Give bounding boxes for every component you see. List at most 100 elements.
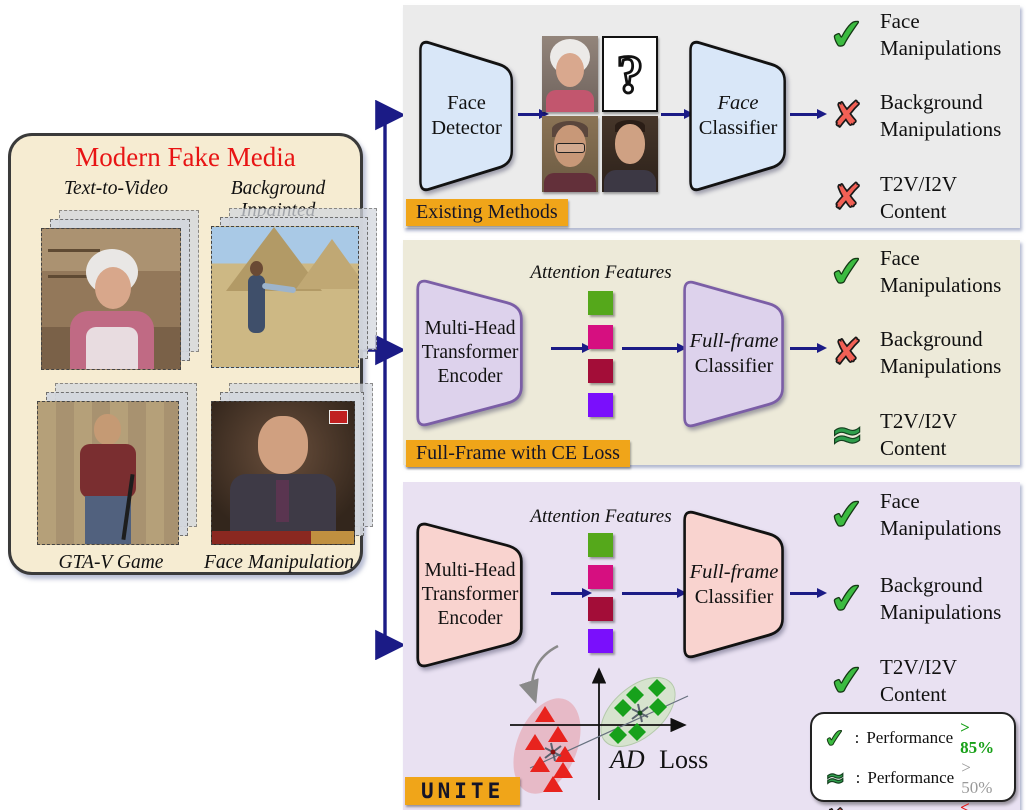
- legend-separator: :: [854, 728, 860, 747]
- feature-square-pink: [588, 325, 613, 349]
- arrow-features-to-classifier: [622, 587, 687, 598]
- legend-value: < 50%: [960, 798, 970, 810]
- check-icon: ✔: [826, 8, 868, 62]
- arrow-faces-to-classifier: [661, 108, 694, 119]
- cross-icon: ✘: [831, 95, 863, 136]
- full-frame-classifier-block: Full-frame Classifier: [682, 508, 786, 661]
- result-item: ✔ Background Manipulations: [826, 572, 1001, 626]
- funnel-shape: [416, 279, 523, 427]
- encoder-label-line: Encoder: [437, 608, 503, 629]
- classifier-label-italic: Face: [717, 92, 759, 114]
- feature-square-pink: [588, 565, 613, 589]
- encoder-label-line: Multi-Head: [424, 560, 516, 581]
- encoder-label-line: Transformer: [421, 342, 519, 363]
- legend-row: ✔ : Performance > 85%: [822, 718, 1004, 758]
- cross-icon: ✘: [831, 177, 863, 218]
- arrow-features-to-classifier: [622, 342, 687, 353]
- result-line: Background: [880, 573, 983, 597]
- arrow-encoder-to-features: [551, 342, 592, 353]
- legend-row: ≈ : Performance > 50%: [822, 758, 1004, 798]
- result-line: Content: [880, 682, 947, 706]
- result-line: Manipulations: [880, 117, 1002, 141]
- funnel-shape: [419, 40, 513, 192]
- existing-methods-panel: Face Detector ? Face Classifier: [403, 5, 1020, 228]
- ad-loss-normal: Loss: [659, 745, 708, 774]
- result-line: Face: [880, 246, 920, 270]
- ad-loss-label: AD Loss: [608, 745, 708, 774]
- ad-loss-italic: AD: [608, 745, 645, 774]
- classifier-label: Classifier: [694, 355, 774, 377]
- transformer-encoder-block: Multi-Head Transformer Encoder: [415, 277, 525, 429]
- tag-full-frame-ce: Full-Frame with CE Loss: [406, 440, 630, 467]
- modern-fake-media-panel: Modern Fake Media Text-to-Video Backgrou…: [8, 133, 377, 575]
- label-gta-v-game: GTA-V Game: [58, 552, 164, 573]
- result-item: ✔ Face Manipulations: [826, 8, 1001, 62]
- classifier-label-italic: Full-frame: [689, 560, 779, 583]
- feature-square-crimson: [588, 359, 613, 383]
- arrow-classifier-to-results: [790, 587, 827, 598]
- face-detector-label-line: Face: [447, 92, 486, 114]
- encoder-label-line: Encoder: [437, 366, 503, 387]
- face-classifier-block: Face Classifier: [688, 38, 788, 194]
- photo-news-anchor: [211, 401, 355, 545]
- arrow-classifier-to-results: [790, 108, 827, 119]
- approx-icon: ≈: [830, 412, 865, 458]
- ad-loss-scatter: AD Loss: [510, 644, 708, 800]
- funnel-shape: [689, 40, 786, 192]
- label-face-manipulation: Face Manipulation: [203, 552, 354, 573]
- attention-feature-squares: [588, 291, 613, 417]
- performance-legend: ✔ : Performance > 85% ≈ : Performance > …: [810, 712, 1016, 810]
- feature-projection-arrow: [518, 644, 559, 704]
- legend-value: > 50%: [961, 758, 993, 797]
- legend-row: ✘ : Performance < 50%: [822, 798, 1004, 810]
- result-line: Background: [880, 327, 983, 351]
- thumbnail-face-manipulation: [211, 383, 373, 545]
- classifier-label-italic: Full-frame: [689, 330, 779, 352]
- label-text-to-video: Text-to-Video: [64, 178, 168, 199]
- feature-square-green: [588, 291, 613, 315]
- check-icon: ✔: [822, 722, 847, 754]
- result-item: ✘ Background Manipulations: [826, 326, 1001, 380]
- face-crop-woman: [542, 36, 598, 112]
- result-line: Content: [880, 436, 947, 460]
- result-line: T2V/I2V: [880, 655, 957, 679]
- funnel-shape: [683, 280, 784, 428]
- funnel-shape: [416, 522, 523, 668]
- result-item: ≈ T2V/I2V Content: [826, 408, 957, 462]
- result-line: Face: [880, 9, 920, 33]
- fake-cluster-triangles: [525, 706, 575, 792]
- legend-separator: :: [855, 808, 860, 810]
- thumbnail-background-inpainted: [211, 208, 377, 368]
- feature-square-crimson: [588, 597, 613, 621]
- real-center-dot: [637, 710, 643, 716]
- legend-label: Performance: [866, 728, 954, 747]
- result-line: Manipulations: [880, 354, 1002, 378]
- result-line: Manipulations: [880, 36, 1002, 60]
- result-item: ✔ Face Manipulations: [826, 488, 1001, 542]
- legend-label: Performance: [866, 808, 953, 810]
- approx-icon: ≈: [825, 764, 846, 792]
- arrow-classifier-to-results: [790, 342, 827, 353]
- question-mark-icon: ?: [615, 43, 645, 106]
- result-item: ✔ T2V/I2V Content: [826, 654, 957, 708]
- full-frame-ce-panel: Multi-Head Transformer Encoder Attention…: [403, 240, 1020, 467]
- attention-feature-squares: [588, 533, 613, 653]
- face-detector-label-line: Detector: [431, 117, 502, 139]
- face-detector-block: Face Detector: [418, 38, 515, 194]
- check-icon: ✔: [826, 572, 868, 626]
- feature-square-violet: [588, 393, 613, 417]
- result-line: T2V/I2V: [880, 409, 957, 433]
- result-item: ✔ Face Manipulations: [826, 245, 1001, 299]
- result-line: Face: [880, 489, 920, 513]
- result-line: Manipulations: [880, 516, 1002, 540]
- missing-face-box: ?: [602, 36, 658, 112]
- thumbnail-gta-v: [37, 383, 197, 545]
- attention-features-label: Attention Features: [530, 506, 672, 527]
- check-icon: ✔: [826, 654, 868, 708]
- photo-gta-character: [37, 401, 179, 545]
- tag-unite: UNITE: [405, 777, 521, 805]
- encoder-label-line: Transformer: [421, 584, 519, 605]
- transformer-encoder-block: Multi-Head Transformer Encoder: [415, 520, 525, 670]
- arrow-encoder-to-features: [551, 587, 592, 598]
- classifier-label: Classifier: [694, 585, 774, 608]
